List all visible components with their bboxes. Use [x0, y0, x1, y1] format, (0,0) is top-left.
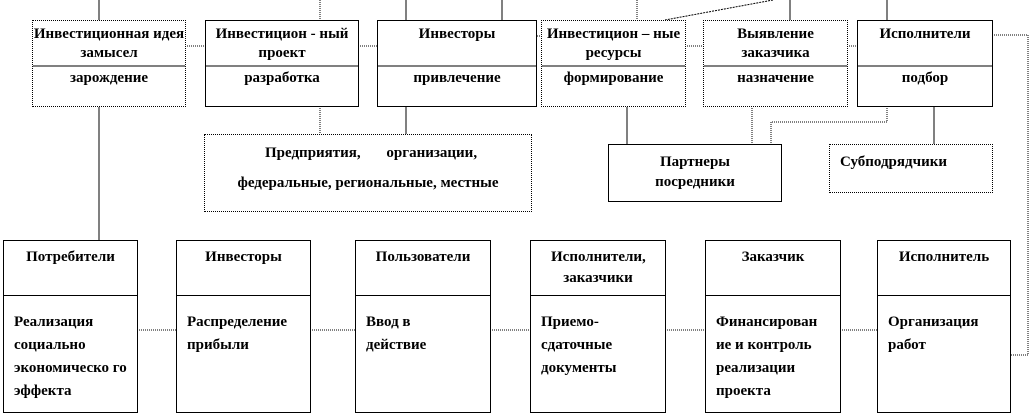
result-title: Пользователи: [375, 249, 471, 265]
result-box-contractor: Исполнитель Организация работ: [877, 240, 1011, 413]
result-action: Распределение прибыли: [187, 314, 288, 353]
result-title: Инвесторы: [205, 249, 282, 265]
stage-title: Исполнители: [879, 26, 971, 42]
result-action: Реализация социально экономическо го эфф…: [14, 314, 127, 399]
stage-title: Инвестиционная идея замысел: [33, 26, 185, 61]
investor-types-line2: федеральные, региональные, местные: [237, 175, 499, 191]
subcontractors-box: Субподрядчики: [829, 144, 993, 193]
result-action: Ввод в действие: [366, 314, 427, 353]
stage-title: Выявление заказчика: [737, 26, 814, 61]
stage-box-project: Инвестицион - ный проект разработка: [205, 20, 359, 107]
stage-title: Инвестицион – ные ресурсы: [546, 26, 681, 61]
stage-action: формирование: [563, 70, 664, 86]
result-action: Организация работ: [888, 314, 979, 353]
result-title: Заказчик: [741, 249, 805, 265]
stage-action: привлечение: [413, 70, 501, 86]
stage-box-idea: Инвестиционная идея замысел зарождение: [32, 20, 186, 107]
stage-box-customer: Выявление заказчика назначение: [703, 20, 848, 107]
investor-types-line1: Предприятия, организации,: [265, 145, 478, 161]
result-title: Потребители: [26, 249, 115, 265]
result-box-customer: Заказчик Финансирован ие и контроль реал…: [705, 240, 841, 413]
stage-box-investors: Инвесторы привлечение: [377, 20, 537, 107]
partners-box: Партнеры посредники: [608, 144, 782, 202]
result-box-contractors-customers: Исполнители, заказчики Приемо-сдаточные …: [530, 240, 666, 413]
investor-types-box: Предприятия, организации, федеральные, р…: [204, 134, 532, 212]
result-box-consumers: Потребители Реализация социально экономи…: [3, 240, 138, 413]
result-box-investors: Инвесторы Распределение прибыли: [176, 240, 311, 413]
result-box-users: Пользователи Ввод в действие: [355, 240, 491, 413]
result-title: Исполнитель: [898, 249, 990, 265]
stage-title: Инвестицион - ный проект: [215, 26, 349, 61]
result-title: Исполнители, заказчики: [551, 249, 646, 286]
stage-action: зарождение: [69, 70, 149, 86]
subcontractors-label: Субподрядчики: [840, 154, 947, 170]
result-action: Финансирован ие и контроль реализации пр…: [716, 314, 818, 399]
result-action: Приемо-сдаточные документы: [541, 314, 617, 376]
stage-box-resources: Инвестицион – ные ресурсы формирование: [541, 20, 686, 107]
stage-title: Инвесторы: [418, 26, 496, 42]
stage-action: назначение: [737, 70, 814, 86]
stage-action: подбор: [901, 70, 949, 86]
partners-label: Партнеры посредники: [655, 154, 735, 190]
stage-box-contractors: Исполнители подбор: [857, 20, 993, 107]
stage-action: разработка: [244, 70, 320, 86]
